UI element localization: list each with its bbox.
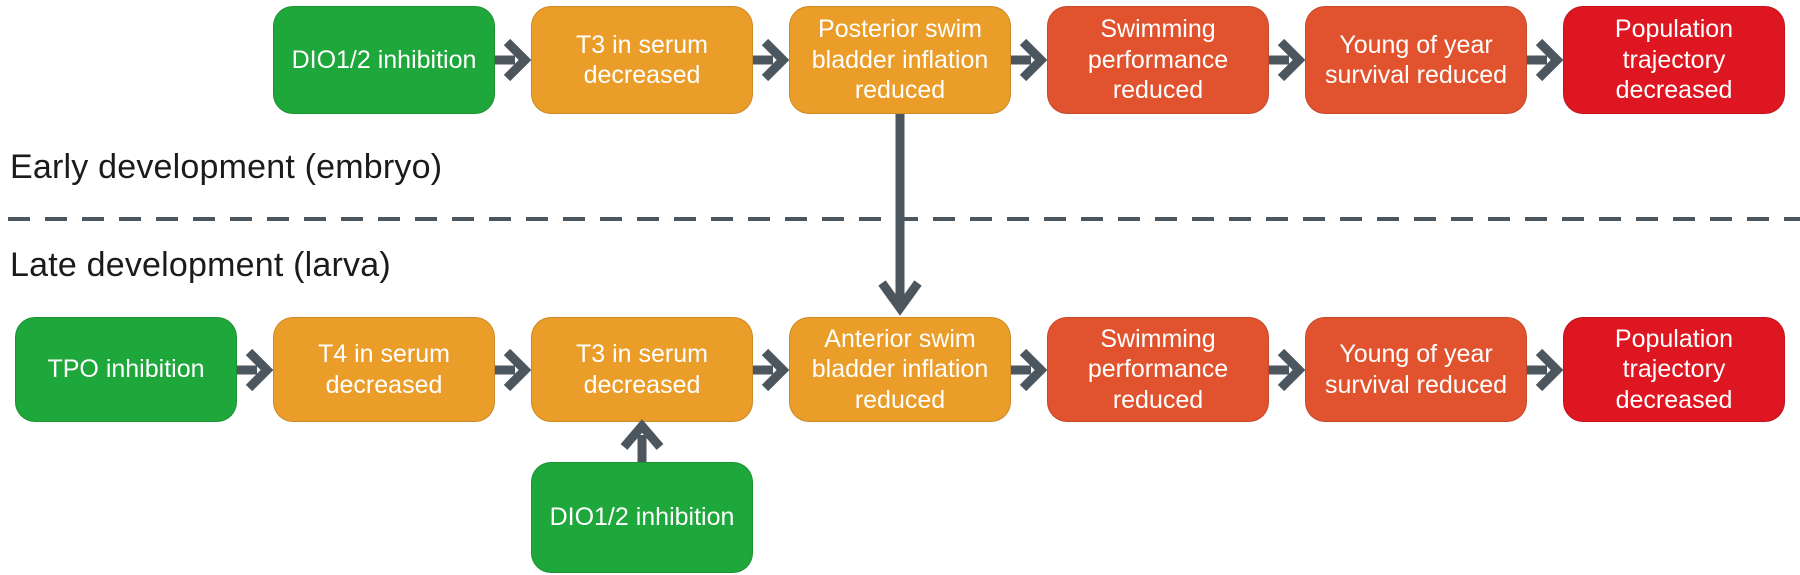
node-early-swimming-performance: Swimming performance reduced	[1047, 6, 1269, 114]
arrow-right-icon	[1269, 38, 1306, 82]
arrow-right-icon	[1011, 38, 1048, 82]
node-late-t4-serum-decreased: T4 in serum decreased	[273, 317, 495, 422]
node-late-swimming-performance: Swimming performance reduced	[1047, 317, 1269, 422]
node-label: Population trajectory decreased	[1614, 15, 1734, 105]
section-label-late-development: Late development (larva)	[10, 246, 391, 284]
node-label: DIO1/2 inhibition	[291, 45, 477, 74]
node-label: Swimming performance reduced	[1087, 324, 1229, 414]
arrow-right-icon	[1011, 348, 1048, 392]
node-late-population-trajectory: Population trajectory decreased	[1563, 317, 1785, 422]
node-label: DIO1/2 inhibition	[549, 503, 735, 532]
arrow-right-icon	[1527, 38, 1564, 82]
arrow-right-icon	[1269, 348, 1306, 392]
node-early-yoy-survival: Young of year survival reduced	[1305, 6, 1527, 114]
node-label: T3 in serum decreased	[576, 340, 708, 399]
node-label: Posterior swim bladder inflation reduced	[811, 15, 989, 105]
node-late-t3-serum-decreased: T3 in serum decreased	[531, 317, 753, 422]
node-label: Young of year survival reduced	[1324, 30, 1508, 90]
node-label: Anterior swim bladder inflation reduced	[811, 324, 989, 414]
arrow-right-icon	[753, 38, 790, 82]
node-late-yoy-survival: Young of year survival reduced	[1305, 317, 1527, 422]
section-label-early-development: Early development (embryo)	[10, 148, 443, 186]
node-early-dio12-inhibition: DIO1/2 inhibition	[273, 6, 495, 114]
arrow-right-icon	[753, 348, 790, 392]
node-label: T4 in serum decreased	[318, 340, 450, 399]
node-early-population-trajectory: Population trajectory decreased	[1563, 6, 1785, 114]
arrow-up-icon	[620, 419, 664, 462]
arrow-down-icon	[878, 114, 922, 317]
node-label: Swimming performance reduced	[1087, 15, 1229, 105]
arrow-right-icon	[1527, 348, 1564, 392]
node-label: TPO inhibition	[47, 355, 205, 384]
node-label: T3 in serum decreased	[576, 30, 708, 90]
node-late-anterior-swim-bladder: Anterior swim bladder inflation reduced	[789, 317, 1011, 422]
node-label: Young of year survival reduced	[1324, 340, 1508, 399]
node-late-tpo-inhibition: TPO inhibition	[15, 317, 237, 422]
node-label: Population trajectory decreased	[1614, 324, 1734, 414]
node-early-posterior-swim-bladder: Posterior swim bladder inflation reduced	[789, 6, 1011, 114]
arrow-right-icon	[495, 348, 532, 392]
arrow-right-icon	[237, 348, 274, 392]
node-late-dio12-inhibition: DIO1/2 inhibition	[531, 462, 753, 573]
arrow-right-icon	[495, 38, 532, 82]
node-early-t3-serum-decreased: T3 in serum decreased	[531, 6, 753, 114]
